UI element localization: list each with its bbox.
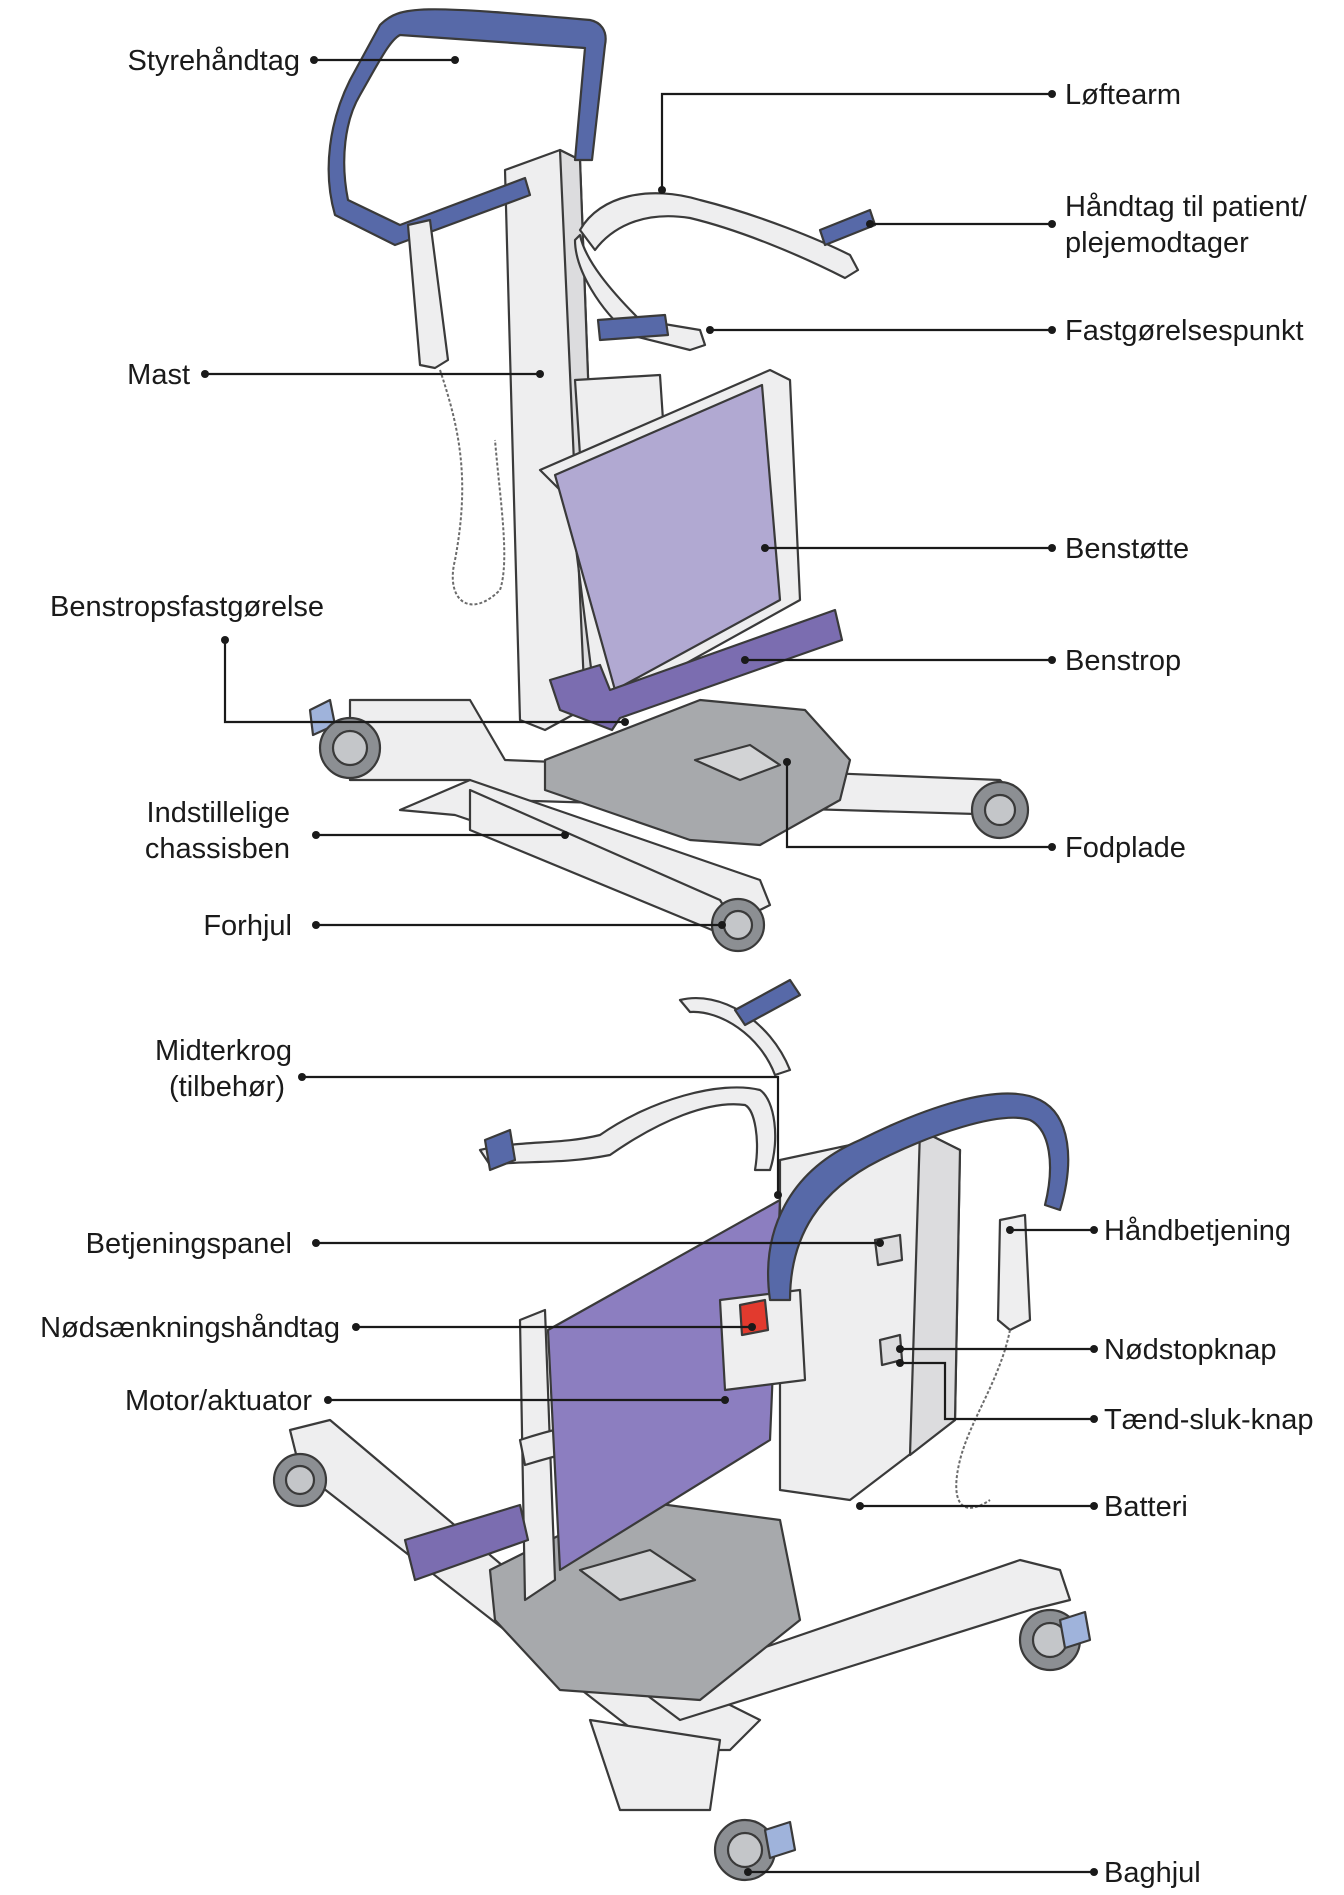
label-handtag-patient-line2: plejemodtager bbox=[1065, 227, 1249, 259]
label-fastgorelsespunkt: Fastgørelsespunkt bbox=[1065, 315, 1304, 347]
label-indstillelige-line1: Indstillelige bbox=[147, 797, 290, 829]
label-motor-aktuator: Motor/aktuator bbox=[125, 1385, 312, 1417]
label-fodplade: Fodplade bbox=[1065, 832, 1186, 864]
label-forhjul: Forhjul bbox=[203, 910, 292, 942]
label-handtag-patient-line1: Håndtag til patient/ bbox=[1065, 191, 1308, 223]
label-midterkrog-line1: Midterkrog bbox=[155, 1035, 292, 1067]
label-benstotte: Benstøtte bbox=[1065, 533, 1189, 565]
label-nodstopknap: Nødstopknap bbox=[1104, 1334, 1277, 1366]
label-indstillelige-line2: chassisben bbox=[145, 833, 290, 865]
lift-front-view bbox=[310, 9, 1028, 951]
label-betjeningspanel: Betjeningspanel bbox=[86, 1228, 292, 1260]
label-batteri: Batteri bbox=[1104, 1491, 1188, 1523]
label-baghjul: Baghjul bbox=[1104, 1857, 1201, 1889]
label-loftearm: Løftearm bbox=[1065, 79, 1181, 111]
label-nodsaenkningshandtag: Nødsænkningshåndtag bbox=[40, 1312, 340, 1344]
label-benstropsfastgorelse: Benstropsfastgørelse bbox=[50, 591, 324, 623]
label-styrehandtag: Styrehåndtag bbox=[127, 45, 300, 77]
label-mast: Mast bbox=[127, 359, 190, 391]
label-benstrop: Benstrop bbox=[1065, 645, 1181, 677]
label-midterkrog-line2: (tilbehør) bbox=[169, 1071, 285, 1103]
label-handbetjening: Håndbetjening bbox=[1104, 1215, 1291, 1247]
lift-rear-view bbox=[274, 980, 1090, 1880]
label-taend-sluk-knap: Tænd-sluk-knap bbox=[1104, 1404, 1314, 1436]
